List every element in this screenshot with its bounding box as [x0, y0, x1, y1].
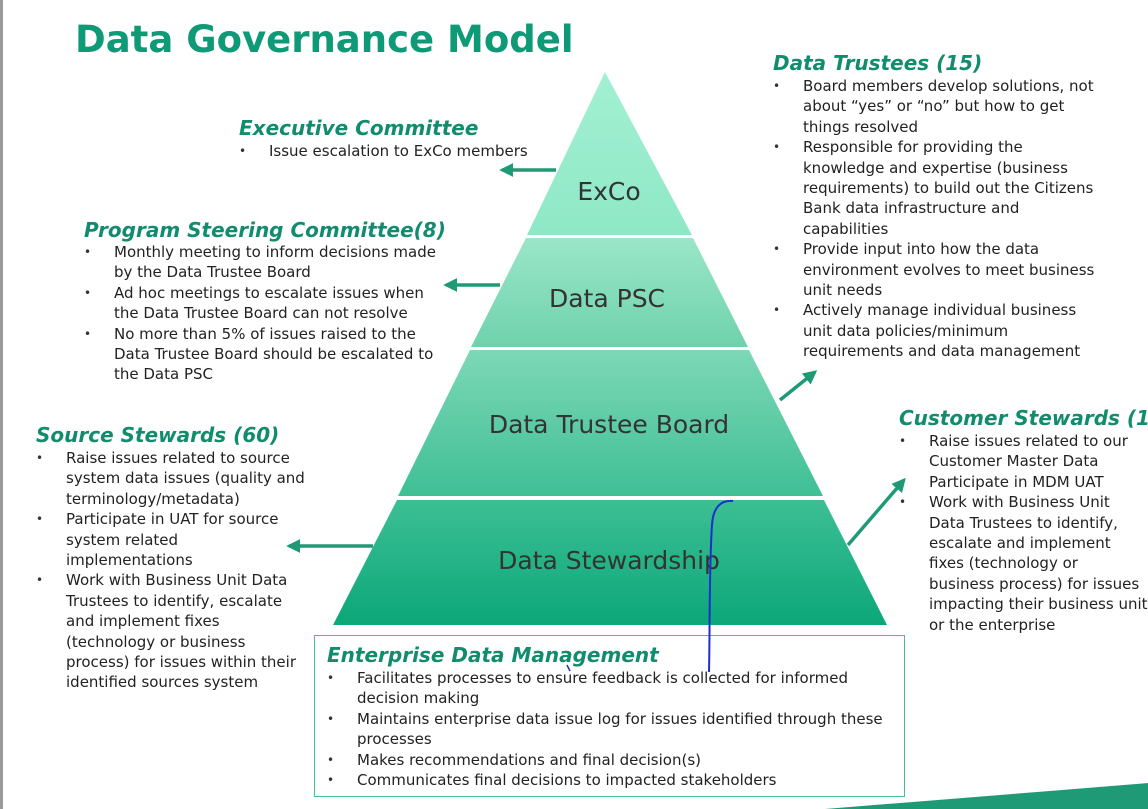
program-steering-bullet-3: No more than 5% of issues raised to the … [84, 324, 444, 385]
pyramid-tier-data-psc [471, 238, 748, 347]
data-trustees-bullet-1: Board members develop solutions, not abo… [773, 76, 1108, 137]
source-stewards-bullet-1: Raise issues related to source system da… [36, 448, 306, 509]
annotation-ink-stroke [708, 499, 734, 673]
executive-committee-bullet-1: Issue escalation to ExCo members [239, 141, 539, 162]
slide-title: Data Governance Model [75, 18, 574, 61]
data-trustees-bullet-4: Actively manage individual business unit… [773, 300, 1108, 361]
edm-bullet-3: Makes recommendations and final decision… [327, 750, 897, 771]
edm-bullet-1: Facilitates processes to ensure feedback… [327, 668, 897, 709]
source-stewards-bullet-3: Work with Business Unit Data Trustees to… [36, 570, 306, 692]
enterprise-data-management-list: Facilitates processes to ensure feedback… [327, 668, 897, 791]
customer-stewards-bullet-1: Raise issues related to our Customer Mas… [899, 431, 1148, 492]
program-steering-bullet-1: Monthly meeting to inform decisions made… [84, 242, 444, 283]
data-trustees-bullet-2: Responsible for providing the knowledge … [773, 137, 1108, 239]
source-stewards-heading: Source Stewards (60) [36, 423, 280, 447]
annotation-ink-tick [566, 664, 571, 672]
decorative-swoosh [825, 783, 1148, 809]
customer-stewards-bullet-2: Work with Business Unit Data Trustees to… [899, 492, 1148, 635]
data-trustees-heading: Data Trustees (15) [773, 51, 983, 75]
data-trustees-list: Board members develop solutions, not abo… [773, 76, 1108, 362]
tier-label-data-trustee-board: Data Trustee Board [488, 410, 730, 439]
arrow-to-data-trustees [778, 370, 818, 402]
executive-committee-list: Issue escalation to ExCo members [239, 141, 539, 162]
edm-bullet-4: Communicates final decisions to impacted… [327, 770, 897, 791]
tier-label-data-stewardship: Data Stewardship [498, 546, 720, 575]
pyramid-tier-data-trustee-board [398, 350, 823, 496]
program-steering-bullet-2: Ad hoc meetings to escalate issues when … [84, 283, 444, 324]
pyramid-tier-exco [527, 72, 692, 235]
customer-stewards-heading: Customer Stewards (15) [899, 406, 1148, 430]
edm-bullet-2: Maintains enterprise data issue log for … [327, 709, 897, 750]
program-steering-list: Monthly meeting to inform decisions made… [84, 242, 444, 385]
enterprise-data-management-heading: Enterprise Data Management [327, 643, 659, 667]
data-trustees-bullet-3: Provide input into how the data environm… [773, 239, 1108, 300]
customer-stewards-list: Raise issues related to our Customer Mas… [899, 431, 1148, 635]
pyramid-tier-data-stewardship [333, 500, 887, 625]
tier-label-exco: ExCo [577, 177, 641, 206]
slide-left-border [0, 0, 3, 809]
arrow-to-customer-stewards [846, 477, 906, 547]
program-steering-heading: Program Steering Committee(8) [84, 218, 446, 242]
source-stewards-bullet-2: Participate in UAT for source system rel… [36, 509, 306, 570]
source-stewards-list: Raise issues related to source system da… [36, 448, 306, 693]
executive-committee-heading: Executive Committee [239, 116, 479, 140]
tier-label-data-psc: Data PSC [548, 284, 666, 313]
